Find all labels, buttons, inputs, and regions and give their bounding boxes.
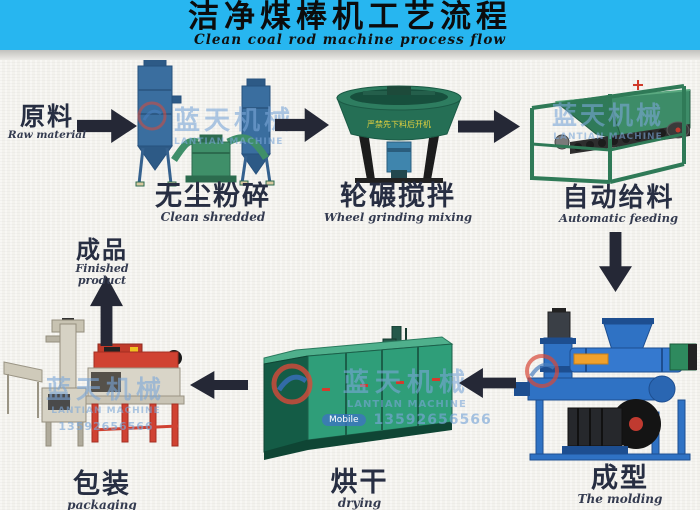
step-label-raw-material: 原料 Raw material (4, 102, 90, 142)
step-en: Automatic feeding (559, 211, 678, 226)
mixer-warning-text: 严禁先下料后开机 (367, 119, 431, 129)
step-en: Clean shredded (160, 210, 266, 225)
step-en: Finished product (75, 262, 129, 288)
step-zh: 烘干 (330, 467, 389, 498)
page-subtitle: Clean coal rod machine process flow (194, 31, 506, 48)
step-en: The molding (577, 492, 663, 507)
step-en: Wheel grinding mixing (323, 210, 473, 225)
step-label-molding: 成型 The molding (570, 463, 670, 507)
crusher-machine-illustration (135, 57, 275, 187)
step-zh: 轮碾搅拌 (340, 181, 456, 212)
step-zh: 无尘粉碎 (155, 181, 271, 212)
header-banner: 洁净煤棒机工艺流程 Clean coal rod machine process… (0, 0, 700, 50)
step-zh: 原料 (19, 102, 74, 131)
arrow-molding-to-drying (459, 368, 516, 398)
packaging-machine-illustration (3, 318, 185, 447)
arrow-feeder-to-molding (599, 232, 632, 292)
feeder-machine-illustration (530, 80, 691, 184)
header-divider (0, 50, 700, 60)
arrow-drying-to-packaging (190, 371, 248, 399)
step-label-feeder: 自动给料 Automatic feeding (546, 183, 691, 226)
mixer-machine-illustration: 严禁先下料后开机 (336, 85, 462, 183)
arrow-mixer-to-feeder (458, 110, 520, 143)
step-label-packaging: 包装 packaging (52, 469, 152, 510)
step-zh: 包装 (73, 469, 131, 500)
step-zh: 成型 (591, 463, 649, 494)
step-label-drying: 烘干 drying (312, 467, 407, 510)
step-en: Raw material (7, 129, 87, 142)
page-title: 洁净煤棒机工艺流程 (188, 0, 512, 35)
drying-machine-illustration (263, 326, 454, 460)
step-label-crusher: 无尘粉碎 Clean shredded (138, 181, 288, 225)
step-label-finished: 成品 Finished product (52, 236, 152, 288)
step-label-mixer: 轮碾搅拌 Wheel grinding mixing (322, 181, 474, 225)
step-en: drying (337, 496, 382, 510)
step-zh: 成品 (76, 236, 128, 264)
step-en: packaging (67, 498, 137, 510)
molding-machine-illustration (514, 308, 697, 461)
step-zh: 自动给料 (562, 183, 675, 213)
